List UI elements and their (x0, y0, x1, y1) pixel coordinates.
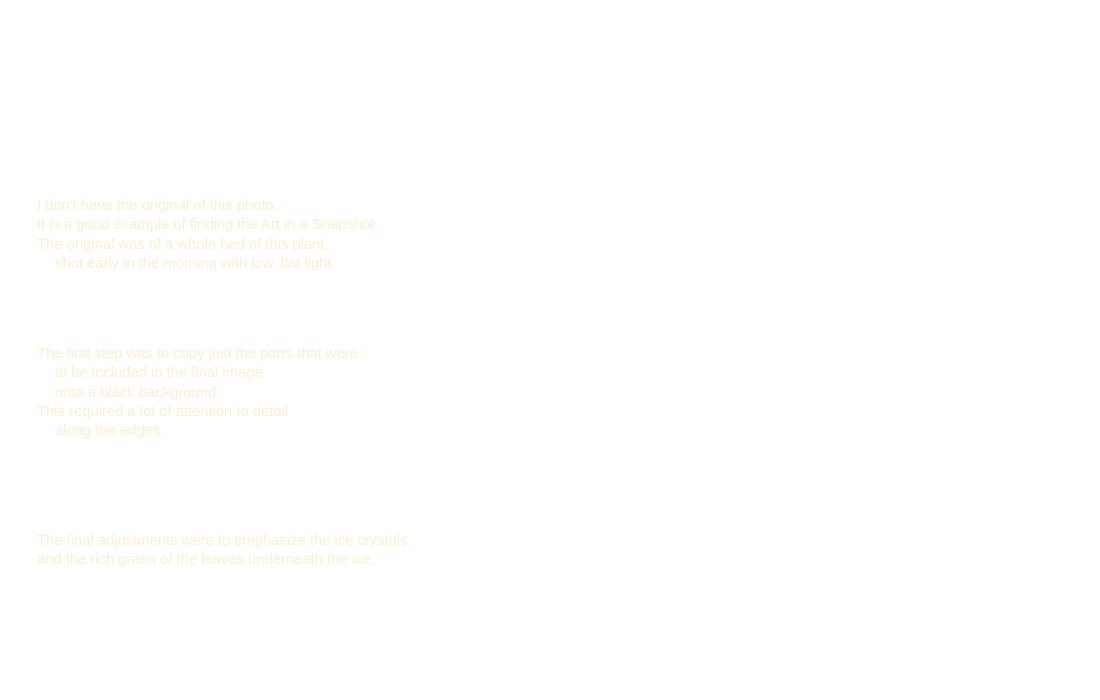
text-line: and the rich green of the leaves underne… (37, 551, 375, 569)
paragraph-final-adjustments: The final adjustments were to emphasize … (37, 531, 408, 570)
text-line: I don't have the original of this photo. (37, 197, 278, 214)
text-line: along the edges. (55, 422, 165, 440)
text-line: shot early in the morning with low, flat… (55, 254, 336, 272)
text-line: It is a good example of finding the Art … (37, 216, 379, 234)
text-line: onto a black background. (55, 383, 221, 401)
paragraph-first-step: The first step was to copy just the part… (37, 344, 358, 440)
text-line: The original was of a whole bed of this … (37, 235, 329, 253)
text-line: The final adjustments were to emphasize … (37, 532, 408, 549)
text-line: to be included in the final image (55, 364, 263, 382)
paragraph-original-photo: I don't have the original of this photo.… (37, 196, 379, 273)
text-line: The first step was to copy just the part… (37, 345, 358, 362)
text-line: This required a lot of attention to deta… (37, 402, 288, 420)
